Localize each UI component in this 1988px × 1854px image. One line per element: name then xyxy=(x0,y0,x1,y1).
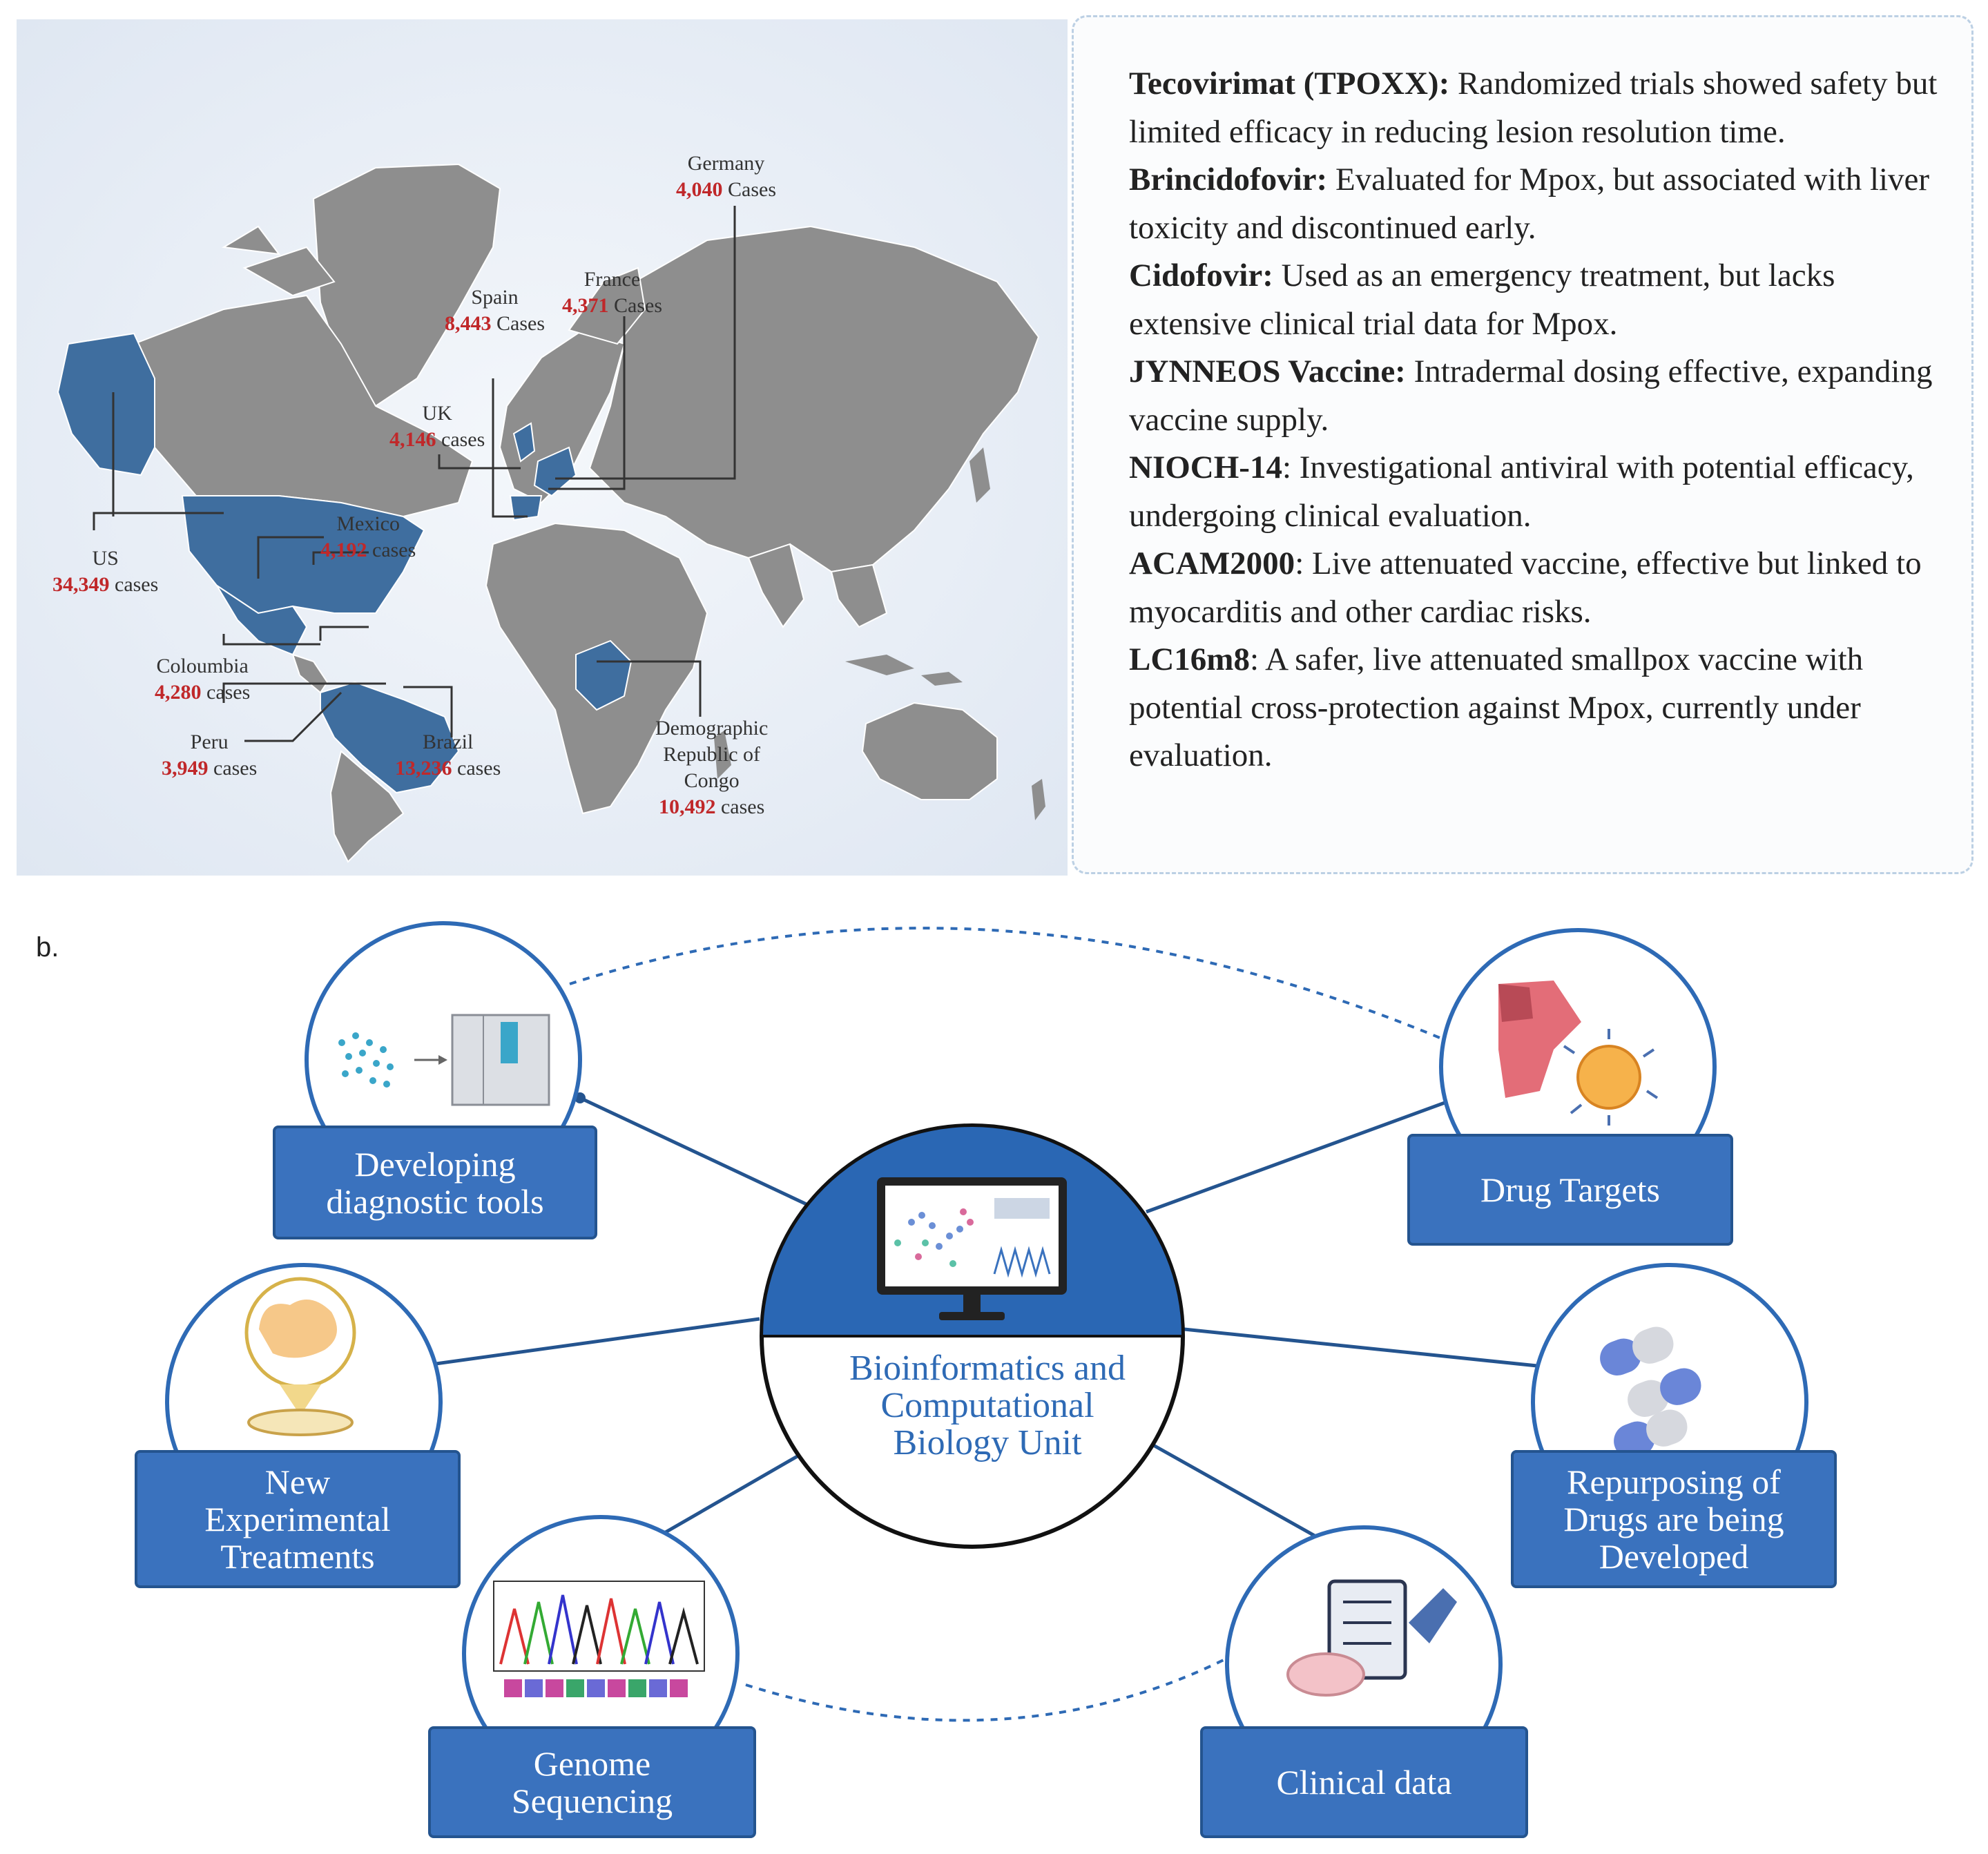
country-label-spain: Spain 8,443 Cases xyxy=(445,286,545,335)
arctic-islands xyxy=(222,225,336,297)
country-label-colombia: Coloumbia 4,280 cases xyxy=(155,655,251,704)
madagascar-landmass xyxy=(714,731,731,779)
leader-lines xyxy=(93,206,736,742)
treatment-list: Tecovirimat (TPOXX): Randomized trials s… xyxy=(1129,60,1951,780)
cell-culture-icon xyxy=(244,1277,356,1436)
country-label-drc: Demographic Republic of Congo 10,492 cas… xyxy=(655,717,769,818)
europe-landmass xyxy=(499,329,626,504)
treatment-item: LC16m8: A safer, live attenuated smallpo… xyxy=(1129,641,1864,773)
clipboard-petri-icon xyxy=(1286,1579,1457,1697)
treatment-item: NIOCH-14: Investigational antiviral with… xyxy=(1129,450,1914,534)
country-label-france: France 4,371 Cases xyxy=(562,268,662,317)
country-label-mexico: Mexico 4,192 cases xyxy=(320,512,416,561)
world-map xyxy=(17,19,1068,876)
uk-highlight xyxy=(512,422,536,463)
treatment-item: Brincidofovir: Evaluated for Mpox, but a… xyxy=(1129,162,1930,246)
panel-b-label: b. xyxy=(36,932,59,963)
spain-highlight xyxy=(509,495,543,521)
country-label-uk: UK 4,146 cases xyxy=(389,402,485,451)
country-label-germany: Germany 4,040 Cases xyxy=(676,152,776,201)
center-unit-label: Bioinformatics and Computational Biology… xyxy=(849,1349,1126,1462)
monitor-icon xyxy=(877,1177,1067,1320)
new-zealand-landmass xyxy=(1032,779,1045,820)
dashed-arc-top xyxy=(569,927,1444,1041)
node-clinical-data: Clinical data xyxy=(1200,1726,1528,1838)
mexico-highlight xyxy=(216,585,308,656)
world-map-panel: US 34,349 cases Mexico 4,192 cases Colou… xyxy=(17,19,1068,876)
treatment-item: Tecovirimat (TPOXX): Randomized trials s… xyxy=(1129,66,1938,150)
treatment-item: ACAM2000: Live attenuated vaccine, effec… xyxy=(1129,545,1922,630)
country-label-us: US 34,349 cases xyxy=(52,547,159,596)
mass-spectrometer-icon xyxy=(338,1014,550,1106)
treatments-panel: Tecovirimat (TPOXX): Randomized trials s… xyxy=(1072,15,1973,874)
japan-landmass xyxy=(969,447,990,503)
treatment-item: JYNNEOS Vaccine: Intradermal dosing effe… xyxy=(1129,354,1933,438)
capsules-icon xyxy=(1600,1326,1701,1458)
australia-landmass xyxy=(861,702,998,800)
dashed-arc-bottom xyxy=(745,1656,1230,1722)
chromatogram-icon xyxy=(493,1581,705,1697)
treatment-item: Cidofovir: Used as an emergency treatmen… xyxy=(1129,258,1835,342)
node-drug-targets: Drug Targets xyxy=(1407,1134,1733,1246)
south-america-landmass xyxy=(329,750,405,863)
virus-cell-icon xyxy=(1498,981,1659,1126)
alaska-highlight xyxy=(57,332,155,476)
scandinavia-landmass xyxy=(568,267,646,345)
france-germany-highlight xyxy=(533,446,577,497)
south-asia-landmass xyxy=(747,543,888,628)
drc-highlight xyxy=(575,639,633,711)
south-america-highlight xyxy=(320,681,460,794)
indonesia-landmass xyxy=(845,655,963,686)
country-label-peru: Peru 3,949 cases xyxy=(162,731,258,780)
country-label-brazil: Brazil 13,236 cases xyxy=(395,731,501,780)
